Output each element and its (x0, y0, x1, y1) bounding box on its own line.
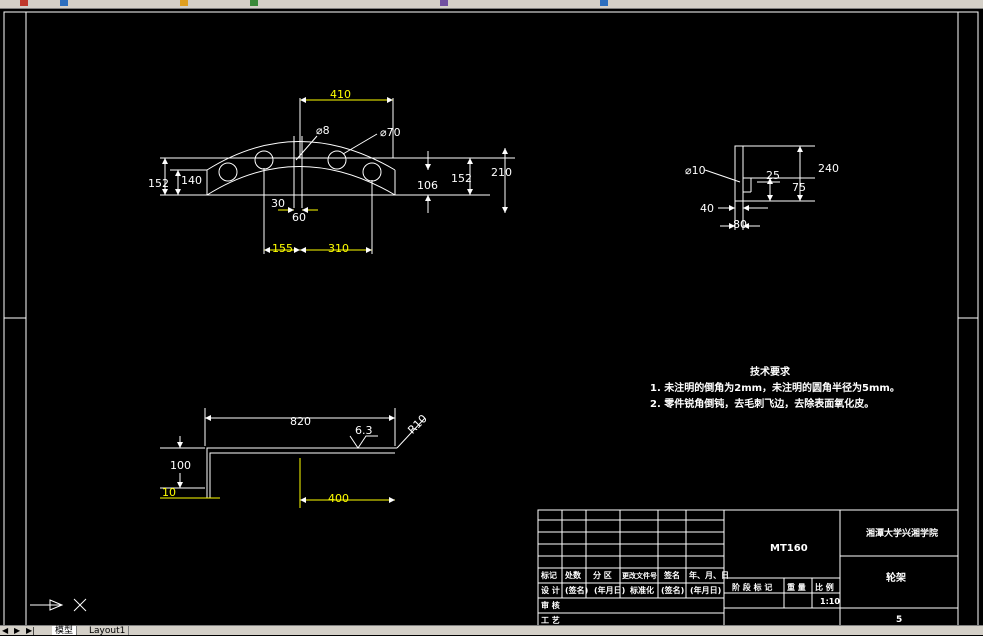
side-view[interactable]: ⌀10 25 240 75 40 80 (685, 145, 839, 231)
dim-155: 155 (272, 242, 293, 255)
cad-toolbar (0, 0, 983, 9)
ucs-icon (30, 598, 87, 612)
tb-r-design-sign: (签名) (565, 585, 588, 595)
tb-h-count: 处数 (564, 570, 582, 580)
tb-scale: 1:10 (820, 597, 840, 606)
tab-prev-icon[interactable]: ◀ (2, 626, 9, 635)
save-icon[interactable] (60, 0, 68, 6)
zoom-icon[interactable] (250, 0, 258, 6)
tb-r-design: 设 计 (541, 585, 560, 595)
bottom-view[interactable]: 820 R10 6.3 100 10 400 (160, 408, 430, 508)
dim-30: 30 (271, 197, 285, 210)
layer-icon[interactable] (440, 0, 448, 6)
dim-60: 60 (292, 211, 306, 224)
dim-210: 210 (491, 166, 512, 179)
tb-h-scale: 比 例 (815, 582, 834, 592)
dim-75: 75 (792, 181, 806, 194)
dim-400: 400 (328, 492, 349, 505)
tb-h-zone: 分 区 (593, 570, 612, 580)
tab-last-icon[interactable]: ▶| (26, 626, 35, 635)
tb-r-std-sign: (签名) (661, 585, 684, 595)
layout-tabs: ◀ ▶ ▶| 模型 Layout1 (0, 625, 983, 636)
technical-notes: 技术要求 1. 未注明的倒角为2mm，未注明的圆角半径为5mm。 2. 零件锐角… (650, 365, 900, 410)
dim-80: 80 (733, 218, 747, 231)
front-view[interactable]: 410 ⌀8 ⌀70 152 140 106 152 210 30 60 155… (148, 88, 515, 255)
dim-100: 100 (170, 459, 191, 472)
notes-line2: 2. 零件锐角倒钝，去毛刺飞边，去除表面氧化皮。 (650, 397, 874, 410)
tb-h-date: 年、月、日 (689, 570, 729, 580)
dim-106: 106 (417, 179, 438, 192)
dim-r10: R10 (405, 412, 429, 436)
tb-r-std: 标准化 (629, 585, 654, 595)
tb-r-design-date: (年月日) (594, 585, 625, 595)
tb-r-std-date: (年月日) (690, 585, 721, 595)
dim-152-left: 152 (148, 177, 169, 190)
dim-10: 10 (162, 486, 176, 499)
pan-icon[interactable] (180, 0, 188, 6)
properties-icon[interactable] (600, 0, 608, 6)
drawing-frame (3, 11, 979, 625)
tab-model[interactable]: 模型 (52, 626, 78, 636)
notes-line1: 1. 未注明的倒角为2mm，未注明的圆角半径为5mm。 (650, 381, 900, 394)
roughness-6-3: 6.3 (355, 424, 373, 437)
dim-25: 25 (766, 169, 780, 182)
dim-152-right: 152 (451, 172, 472, 185)
dim-310: 310 (328, 242, 349, 255)
tb-r-check: 审 核 (541, 600, 560, 610)
dim-40: 40 (700, 202, 714, 215)
dim-dia10: ⌀10 (685, 164, 706, 177)
tb-sheet: 5 (896, 615, 902, 625)
tb-h-sign: 签名 (663, 570, 680, 580)
drawing-canvas[interactable]: 410 ⌀8 ⌀70 152 140 106 152 210 30 60 155… (0, 8, 983, 625)
dim-140: 140 (181, 174, 202, 187)
dim-dia70: ⌀70 (380, 126, 401, 139)
tb-h-docno: 更改文件号 (622, 571, 657, 580)
notes-title: 技术要求 (750, 365, 791, 378)
tb-school: 湘潭大学兴湘学院 (866, 527, 938, 539)
tb-h-weight: 重 量 (787, 582, 806, 592)
dim-820: 820 (290, 415, 311, 428)
tb-r-process: 工 艺 (541, 615, 560, 625)
title-block[interactable]: 标记 处数 分 区 更改文件号 签名 年、月、日 设 计 (签名) (年月日) … (537, 509, 959, 625)
tb-h-stage: 阶 段 标 记 (732, 582, 772, 592)
tb-h-mark: 标记 (540, 570, 557, 580)
dim-240: 240 (818, 162, 839, 175)
tb-part: 轮架 (886, 571, 906, 584)
tab-layout1[interactable]: Layout1 (86, 626, 130, 636)
undo-icon[interactable] (20, 0, 28, 6)
tb-model: MT160 (770, 543, 808, 554)
tab-next-icon[interactable]: ▶ (14, 626, 21, 635)
dim-410: 410 (330, 88, 351, 101)
dim-dia8: ⌀8 (316, 124, 330, 137)
